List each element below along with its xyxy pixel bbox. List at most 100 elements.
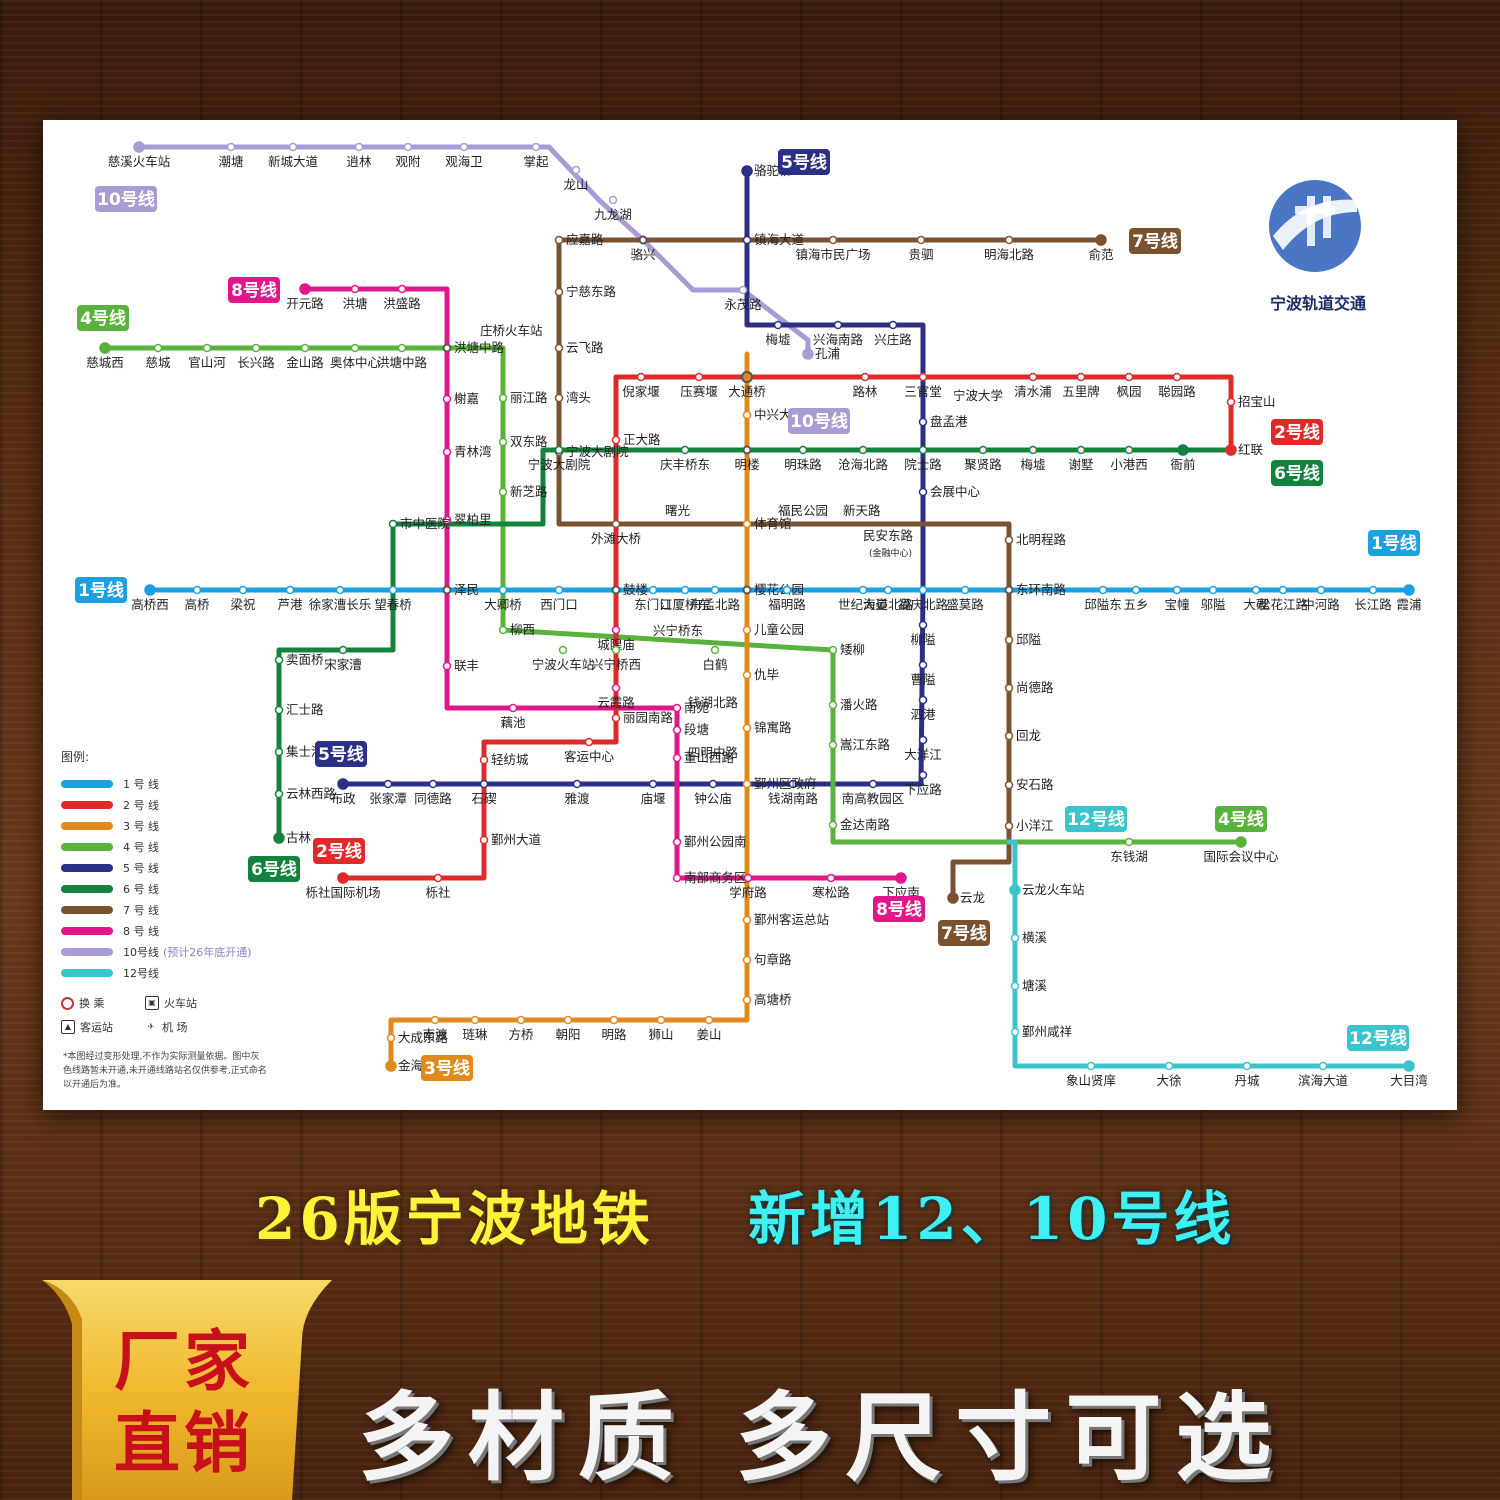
station-marker[interactable] <box>918 417 928 427</box>
station-marker[interactable] <box>335 585 345 595</box>
station-marker[interactable] <box>1316 585 1326 595</box>
station-marker[interactable] <box>403 142 413 152</box>
station-marker[interactable] <box>704 1015 714 1025</box>
station-marker[interactable] <box>554 287 564 297</box>
station-marker[interactable] <box>442 515 452 525</box>
station-marker[interactable] <box>1076 445 1086 455</box>
station-marker[interactable] <box>350 284 360 294</box>
station-marker[interactable] <box>1278 585 1288 595</box>
station-marker[interactable] <box>554 235 564 245</box>
station-marker[interactable] <box>274 789 284 799</box>
station-marker[interactable] <box>656 1015 666 1025</box>
station-marker[interactable] <box>1009 884 1021 896</box>
station-marker[interactable] <box>479 835 489 845</box>
station-marker[interactable] <box>828 700 838 710</box>
station-marker[interactable] <box>860 372 870 382</box>
station-marker[interactable] <box>1010 981 1020 991</box>
station-marker[interactable] <box>1004 780 1014 790</box>
station-marker[interactable] <box>388 519 398 529</box>
station-marker[interactable] <box>648 585 658 595</box>
station-marker[interactable] <box>498 393 508 403</box>
station-marker[interactable] <box>430 1015 440 1025</box>
station-marker[interactable] <box>442 585 452 595</box>
station-marker[interactable] <box>638 235 648 245</box>
station-marker[interactable] <box>1251 585 1261 595</box>
station-marker[interactable] <box>1403 1060 1415 1072</box>
station-marker[interactable] <box>428 779 438 789</box>
station-marker[interactable] <box>1235 836 1247 848</box>
station-marker[interactable] <box>383 779 393 789</box>
station-marker[interactable] <box>1172 585 1182 595</box>
station-marker[interactable] <box>226 142 236 152</box>
station-marker[interactable] <box>918 735 928 745</box>
station-marker[interactable] <box>498 585 508 595</box>
station-marker[interactable] <box>274 655 284 665</box>
station-marker[interactable] <box>479 755 489 765</box>
station-marker[interactable] <box>584 737 594 747</box>
station-marker[interactable] <box>609 1015 619 1025</box>
station-marker[interactable] <box>192 585 202 595</box>
station-marker[interactable] <box>386 1033 396 1043</box>
station-marker[interactable] <box>274 747 284 757</box>
station-marker[interactable] <box>741 371 753 383</box>
station-marker[interactable] <box>918 660 928 670</box>
station-marker[interactable] <box>1242 1061 1252 1071</box>
station-marker[interactable] <box>251 343 261 353</box>
station-marker[interactable] <box>918 585 928 595</box>
station-marker[interactable] <box>708 779 718 789</box>
station-marker[interactable] <box>1208 585 1218 595</box>
station-marker[interactable] <box>498 625 508 635</box>
station-marker[interactable] <box>672 873 682 883</box>
station-marker[interactable] <box>918 372 928 382</box>
station-marker[interactable] <box>888 320 898 330</box>
station-marker[interactable] <box>798 445 808 455</box>
station-marker[interactable] <box>611 713 621 723</box>
station-marker[interactable] <box>1098 585 1108 595</box>
station-marker[interactable] <box>742 915 752 925</box>
station-marker[interactable] <box>442 343 452 353</box>
station-marker[interactable] <box>826 873 836 883</box>
station-marker[interactable] <box>1028 372 1038 382</box>
station-marker[interactable] <box>563 1015 573 1025</box>
station-marker[interactable] <box>828 740 838 750</box>
station-marker[interactable] <box>1004 235 1014 245</box>
station-marker[interactable] <box>883 585 893 595</box>
station-marker[interactable] <box>918 487 928 497</box>
station-marker[interactable] <box>1172 372 1182 382</box>
station-marker[interactable] <box>397 343 407 353</box>
station-marker[interactable] <box>144 584 156 596</box>
station-marker[interactable] <box>1004 683 1014 693</box>
station-marker[interactable] <box>350 343 360 353</box>
station-marker[interactable] <box>337 778 349 790</box>
station-marker[interactable] <box>741 165 753 177</box>
station-marker[interactable] <box>571 165 581 175</box>
station-marker[interactable] <box>300 343 310 353</box>
station-marker[interactable] <box>338 645 348 655</box>
station-marker[interactable] <box>960 585 970 595</box>
station-marker[interactable] <box>153 343 163 353</box>
station-marker[interactable] <box>558 645 568 655</box>
station-marker[interactable] <box>1131 585 1141 595</box>
station-marker[interactable] <box>285 585 295 595</box>
station-marker[interactable] <box>672 753 682 763</box>
station-marker[interactable] <box>742 955 752 965</box>
station-marker[interactable] <box>1124 445 1134 455</box>
station-marker[interactable] <box>608 195 618 205</box>
station-marker[interactable] <box>918 445 928 455</box>
station-marker[interactable] <box>388 585 398 595</box>
station-marker[interactable] <box>773 320 783 330</box>
station-marker[interactable] <box>742 445 752 455</box>
station-marker[interactable] <box>479 779 489 789</box>
station-marker[interactable] <box>433 873 443 883</box>
station-marker[interactable] <box>788 779 798 789</box>
station-marker[interactable] <box>1076 372 1086 382</box>
station-marker[interactable] <box>1225 444 1237 456</box>
station-marker[interactable] <box>868 779 878 789</box>
station-marker[interactable] <box>470 1015 480 1025</box>
station-marker[interactable] <box>636 372 646 382</box>
station-marker[interactable] <box>442 661 452 671</box>
station-marker[interactable] <box>1164 1061 1174 1071</box>
station-marker[interactable] <box>742 779 752 789</box>
station-marker[interactable] <box>1318 1061 1328 1071</box>
station-marker[interactable] <box>1095 234 1107 246</box>
